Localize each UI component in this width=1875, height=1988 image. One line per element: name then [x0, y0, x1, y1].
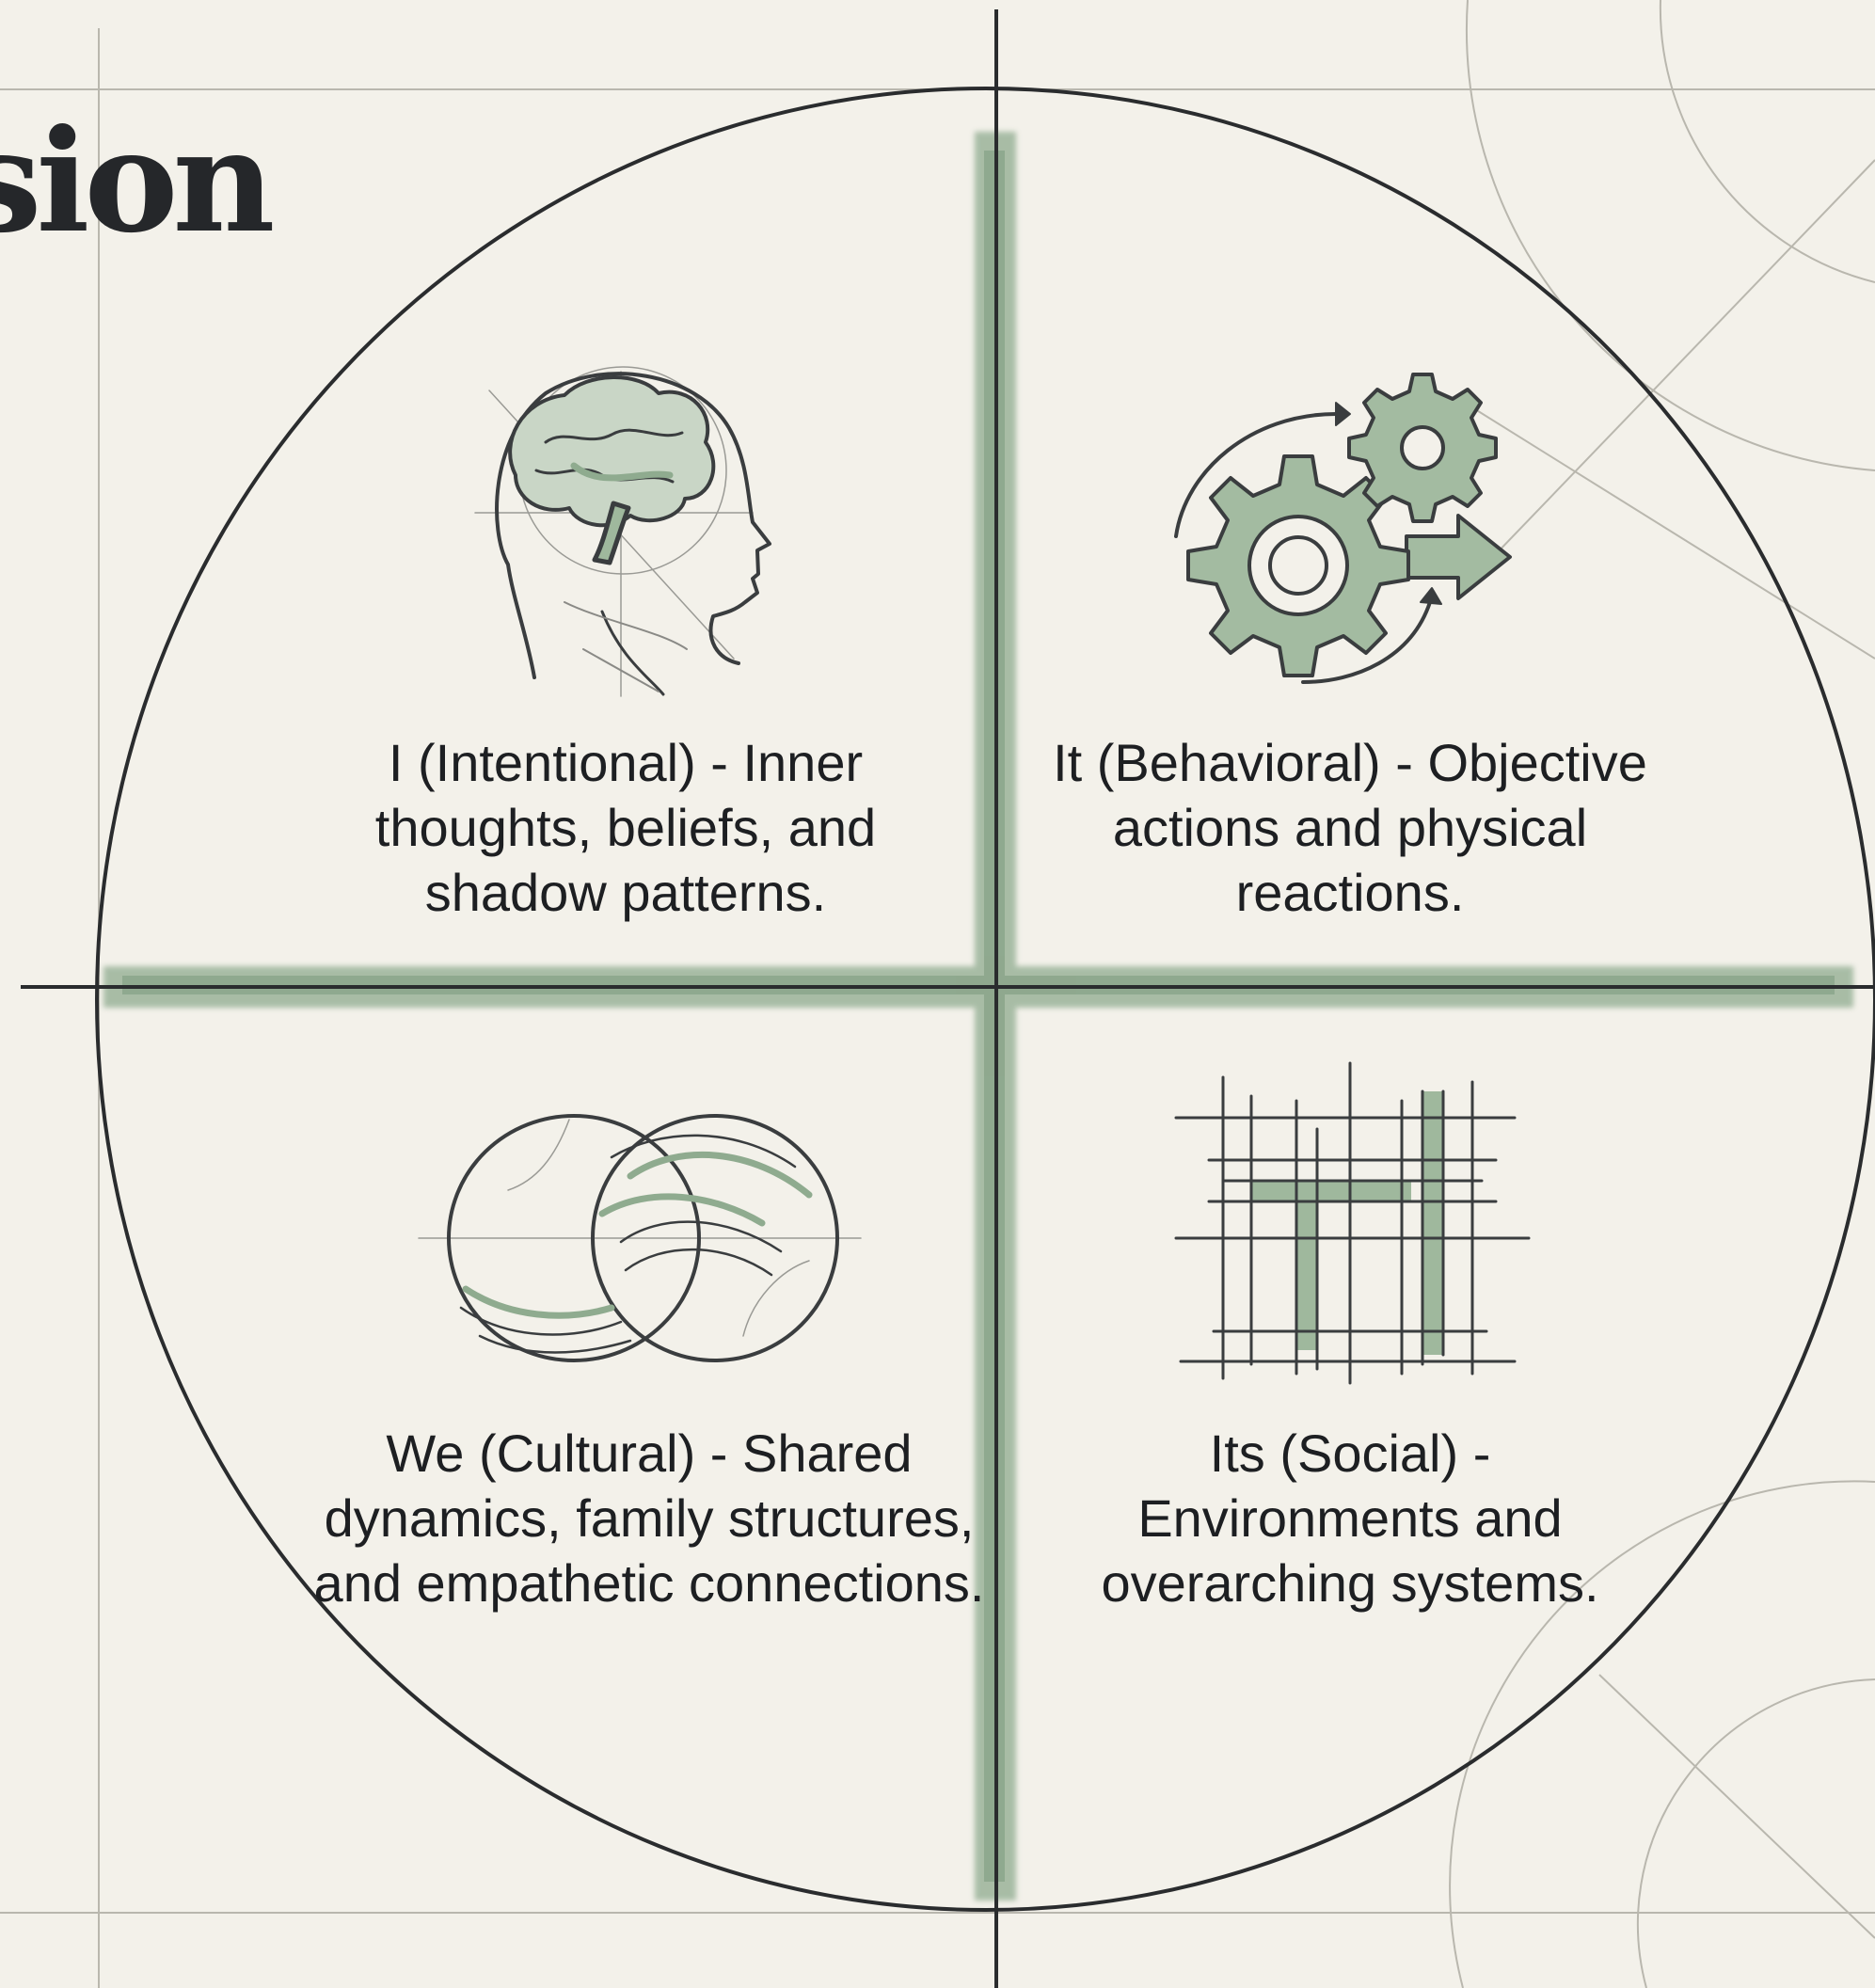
outer-circle — [95, 87, 1875, 1912]
brain-head-icon — [474, 366, 771, 697]
quadrant-label-intentional: I (Intentional) - Inner thoughts, belief… — [374, 733, 877, 922]
quadrant-divider-bands — [103, 132, 1853, 1901]
overlapping-circles-icon — [418, 1114, 862, 1362]
gears-arrow-icon — [1174, 373, 1512, 684]
grid-structure-icon — [1174, 1061, 1531, 1385]
page-title: sion — [0, 99, 276, 264]
quadrant-axes — [21, 9, 1875, 1988]
quadrant-label-social: Its (Social) - Environments and overarch… — [1101, 1423, 1599, 1613]
quadrant-label-cultural: We (Cultural) - Shared dynamics, family … — [313, 1423, 985, 1613]
quadrant-label-behavioral: It (Behavioral) - Objective actions and … — [1053, 733, 1647, 922]
